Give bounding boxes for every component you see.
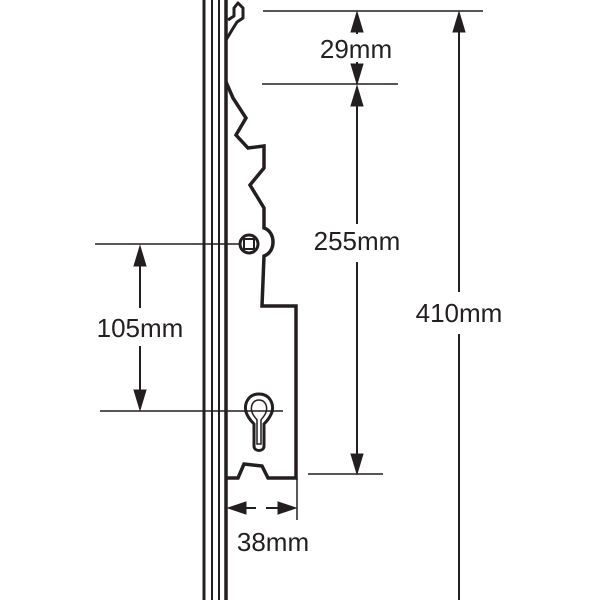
keyhole-inner: [250, 399, 268, 445]
lock-case-outline: [224, 81, 298, 480]
dim-255mm: [350, 84, 364, 476]
label-255mm: 255mm: [314, 226, 401, 256]
dim-29mm: [350, 10, 364, 86]
faceplate: [202, 0, 228, 600]
dim-410mm: [452, 10, 466, 600]
top-hook: [224, 1, 245, 41]
dim-105mm: [133, 244, 147, 412]
label-410mm: 410mm: [416, 298, 503, 328]
follower-icon: [238, 233, 260, 255]
dim-38mm: [226, 501, 298, 515]
label-29mm: 29mm: [320, 34, 392, 64]
label-38mm: 38mm: [237, 527, 309, 557]
extension-lines: [95, 10, 483, 520]
cylinder-keyhole-icon: [244, 392, 274, 452]
label-105mm: 105mm: [97, 313, 184, 343]
